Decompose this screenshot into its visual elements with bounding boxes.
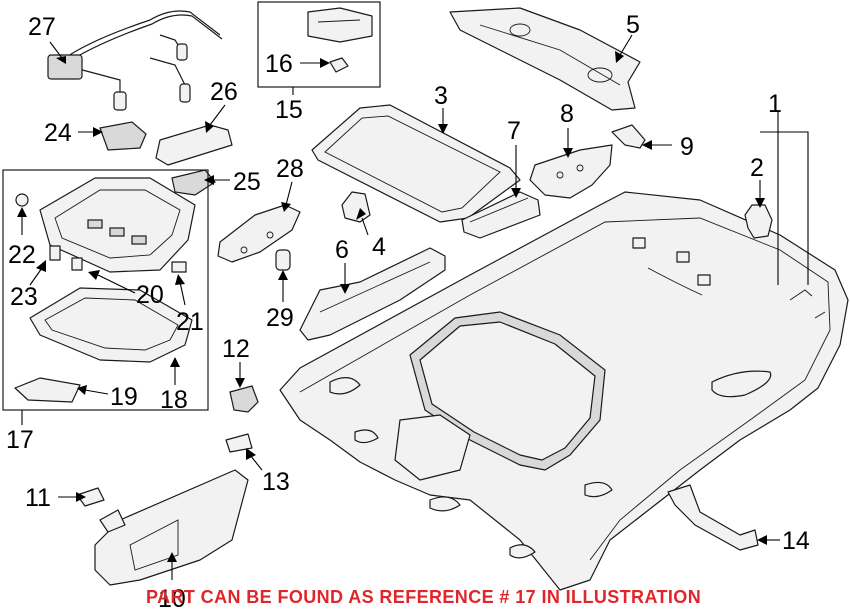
callout-5: 5 bbox=[626, 11, 640, 39]
console-28 bbox=[217, 204, 301, 263]
callout-24: 24 bbox=[44, 119, 72, 147]
callout-10: 10 bbox=[158, 585, 186, 613]
clip-2 bbox=[744, 204, 773, 239]
clip-9 bbox=[611, 124, 646, 149]
callout-25: 25 bbox=[233, 168, 261, 196]
callout-labels: 1 2 3 4 5 6 7 8 9 10 11 12 13 14 15 16 1… bbox=[6, 11, 810, 613]
callout-8: 8 bbox=[560, 100, 574, 128]
bracket-26 bbox=[155, 124, 233, 166]
console-box-17 bbox=[2, 169, 209, 411]
cover-13 bbox=[225, 433, 253, 453]
callout-6: 6 bbox=[335, 236, 349, 264]
callout-16: 16 bbox=[265, 50, 293, 78]
callout-27: 27 bbox=[28, 13, 56, 41]
callout-12: 12 bbox=[222, 335, 250, 363]
callout-7: 7 bbox=[507, 117, 521, 145]
callout-3: 3 bbox=[434, 82, 448, 110]
lamp-25 bbox=[171, 169, 216, 196]
callout-4: 4 bbox=[372, 233, 386, 261]
callout-1: 1 bbox=[768, 90, 782, 118]
bracket-8 bbox=[529, 144, 613, 199]
bracket-7 bbox=[461, 191, 541, 239]
leader-lines bbox=[17, 34, 809, 580]
callout-20: 20 bbox=[136, 281, 164, 309]
clip-11 bbox=[76, 487, 105, 507]
callout-26: 26 bbox=[210, 78, 238, 106]
callout-29: 29 bbox=[266, 304, 294, 332]
wiring-harness-27 bbox=[47, 10, 223, 111]
trim-6 bbox=[299, 247, 446, 341]
callout-23: 23 bbox=[10, 283, 38, 311]
grab-handle-14 bbox=[667, 484, 759, 551]
callout-14: 14 bbox=[782, 527, 810, 555]
sunroof-seal-3 bbox=[311, 104, 521, 223]
callout-18: 18 bbox=[160, 386, 188, 414]
clip-4 bbox=[341, 191, 371, 223]
callout-11: 11 bbox=[25, 484, 51, 512]
callout-13: 13 bbox=[262, 468, 290, 496]
sun-visor-10 bbox=[94, 469, 249, 586]
part-15-box bbox=[257, 1, 381, 88]
callout-2: 2 bbox=[750, 154, 764, 182]
callout-9: 9 bbox=[680, 133, 694, 161]
rear-panel-5 bbox=[449, 7, 641, 111]
headliner-panel bbox=[279, 191, 849, 591]
callout-21: 21 bbox=[176, 308, 204, 336]
bulb-29 bbox=[275, 249, 291, 271]
callout-28: 28 bbox=[276, 155, 304, 183]
callout-17: 17 bbox=[6, 426, 34, 454]
callout-19: 19 bbox=[110, 383, 138, 411]
callout-22: 22 bbox=[8, 241, 36, 269]
switch-12 bbox=[229, 385, 259, 413]
callout-15: 15 bbox=[275, 96, 303, 124]
lamp-24 bbox=[99, 121, 147, 151]
reference-note: PART CAN BE FOUND AS REFERENCE # 17 IN I… bbox=[146, 587, 701, 607]
